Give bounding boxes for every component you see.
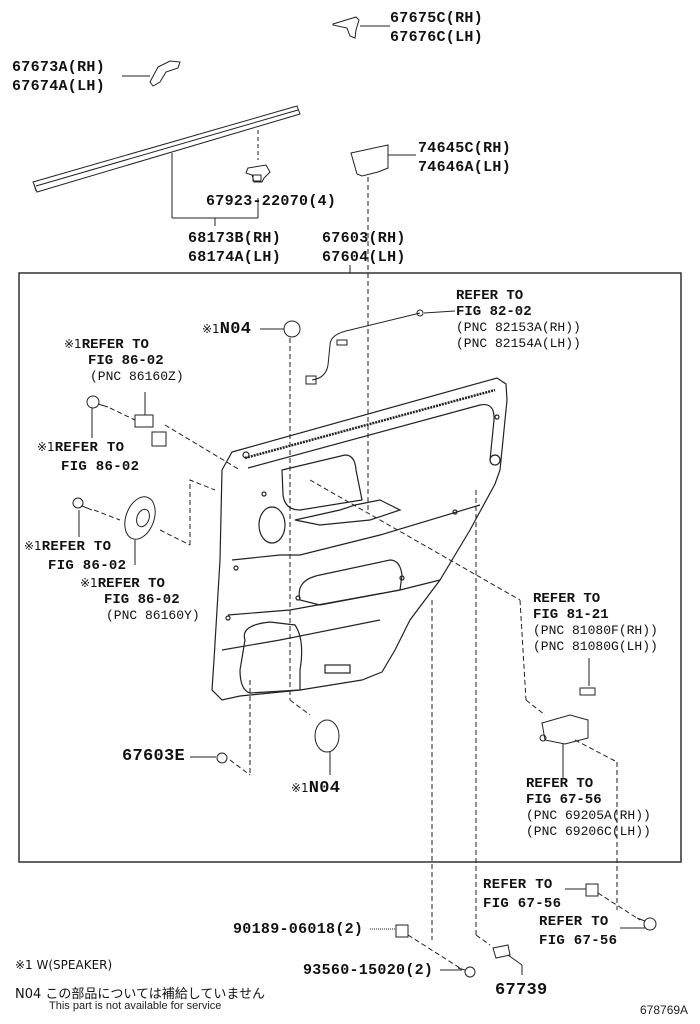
callout-n04-top[interactable]: ※1N04 — [202, 320, 252, 339]
callout-refer-86-02-y[interactable]: ※1REFER TO FIG 86-02 (PNC 86160Y) — [80, 576, 200, 623]
bracket-67739-part — [492, 944, 523, 975]
clip-67923-part — [245, 164, 271, 183]
callout-refer-67-56-b[interactable]: REFER TO FIG 67-56 — [483, 877, 562, 912]
weatherstrip-68173-part — [32, 105, 301, 226]
legend-n04-japanese: N04 この部品については補給していません — [15, 987, 265, 1002]
figure-id: 678769A — [640, 1003, 689, 1017]
callout-67739[interactable]: 67739 — [495, 981, 548, 1000]
screw-93560-part — [440, 966, 476, 978]
screw-86-02-b-part — [72, 497, 121, 537]
callout-67675c[interactable]: 67675C(RH) 67676C(LH) — [390, 10, 484, 46]
cap-n04-bottom-part — [314, 719, 340, 775]
clip-67673-part — [122, 60, 181, 87]
nut-90189-part — [370, 924, 461, 969]
clip-67603e-part — [190, 752, 228, 764]
bulb-81-21-part — [579, 658, 596, 696]
clip-67-56-b-part — [565, 883, 641, 921]
door-trim-panel-part — [211, 377, 508, 701]
callout-refer-86-02-z[interactable]: ※1REFER TO FIG 86-02 (PNC 86160Z) — [64, 337, 184, 384]
handle-base-67-56-part — [539, 714, 589, 778]
callout-74645c[interactable]: 74645C(RH) 74646A(LH) — [418, 140, 512, 176]
callout-93560[interactable]: 93560-15020(2) — [303, 962, 434, 979]
callout-refer-86-02-a[interactable]: ※1REFER TO FIG 86-02 — [37, 440, 140, 475]
callout-67923[interactable]: 67923-22070(4) — [206, 193, 337, 210]
callout-90189[interactable]: 90189-06018(2) — [233, 921, 364, 938]
cover-74645-part — [350, 144, 416, 510]
callout-refer-67-56-c[interactable]: REFER TO FIG 67-56 — [539, 914, 618, 949]
tweeter-86160z-part — [134, 392, 241, 471]
bolt-67-56-c-part — [620, 917, 657, 931]
speaker-86160y-part — [124, 479, 216, 565]
legend-mark-note: ※1 W(SPEAKER) — [15, 958, 113, 972]
screw-86-02-a-part — [86, 395, 136, 438]
clip-67675-part — [332, 16, 390, 39]
callout-refer-67-56-a[interactable]: REFER TO FIG 67-56 (PNC 69205A(RH)) (PNC… — [526, 776, 651, 839]
cap-n04-top-part — [260, 320, 301, 700]
callout-67603[interactable]: 67603(RH) 67604(LH) — [322, 230, 406, 266]
callout-refer-86-02-b[interactable]: ※1REFER TO FIG 86-02 — [24, 539, 127, 574]
callout-68173b[interactable]: 68173B(RH) 68174A(LH) — [188, 230, 282, 266]
legend-n04-english: This part is not available for service — [49, 1000, 222, 1012]
callout-67603e[interactable]: 67603E — [122, 747, 186, 766]
wire-harness-part — [305, 309, 456, 385]
callout-67673a[interactable]: 67673A(RH) 67674A(LH) — [12, 59, 106, 95]
callout-refer-82-02[interactable]: REFER TO FIG 82-02 (PNC 82153A(RH)) (PNC… — [456, 288, 581, 351]
callout-n04-bottom[interactable]: ※1N04 — [291, 779, 341, 798]
callout-refer-81-21[interactable]: REFER TO FIG 81-21 (PNC 81080F(RH)) (PNC… — [533, 591, 658, 654]
